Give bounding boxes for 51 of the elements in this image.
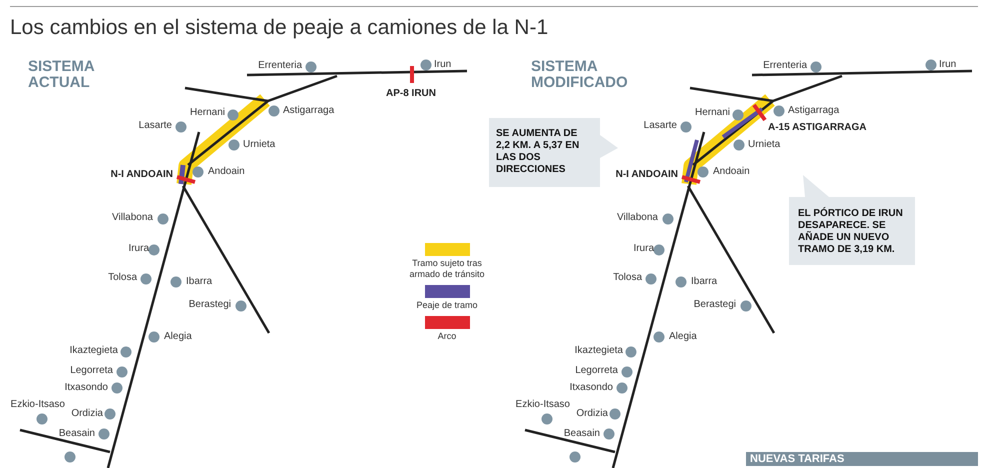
town-label: Astigarraga xyxy=(788,104,840,118)
town-label: Itxasondo xyxy=(64,381,108,395)
town-label: Ibarra xyxy=(186,275,212,289)
legend-text: Arco xyxy=(436,331,458,342)
toll-point-label: AP-8 IRUN xyxy=(386,87,436,101)
town-label: Irura xyxy=(128,242,149,256)
section-header-bar: NUEVAS TARIFAS xyxy=(746,452,978,466)
town-label: Alegia xyxy=(669,330,697,344)
town-label: Tolosa xyxy=(108,271,137,285)
town-label: Hernani xyxy=(190,106,225,120)
toll-point-label: A-15 ASTIGARRAGA xyxy=(768,121,867,135)
town-label: Lasarte xyxy=(644,119,677,133)
town-label: Ikaztegieta xyxy=(70,344,118,358)
town-label: Irun xyxy=(939,58,956,72)
town-label: Ikaztegieta xyxy=(574,344,623,358)
town-label: Hernani xyxy=(694,106,730,120)
town-label: Itxasondo xyxy=(570,381,613,395)
title: Los cambios en el sistema de peaje a camiones de la N-1 xyxy=(10,15,548,41)
toll-point-label: N-I ANDOAIN xyxy=(616,168,678,182)
town-label: Errenteria xyxy=(258,59,302,73)
callout-text: SE AUMENTA DE 2,2 KM. A 5,37 EN LAS DOS DIRECCIONES xyxy=(496,128,580,176)
town-label: Villabona xyxy=(617,211,658,225)
town-label: Beasain xyxy=(58,427,95,441)
toll-point-label: N-I ANDOAIN xyxy=(110,168,173,182)
town-label: Legorreta xyxy=(575,364,618,378)
town-label: Beasain xyxy=(564,427,600,441)
legend-text: Peaje de tramo xyxy=(415,300,479,311)
callout-text: EL PÓRTICO DE IRUN DESAPARECE. SE AÑADE UN NUEVO TRAMO DE 3,19 KM. xyxy=(798,208,904,256)
town-label: Ezkio-Itsaso xyxy=(10,398,65,412)
legend-text: Tramo sujeto tras armado de tránsito xyxy=(408,258,486,280)
town-label: Astigarraga xyxy=(283,104,334,118)
town-label: Urnieta xyxy=(243,138,276,152)
town-label: Legorreta xyxy=(70,364,113,378)
town-label: Ordizia xyxy=(71,407,103,421)
town-label: Ezkio-Itsaso xyxy=(516,398,570,412)
town-label: Berastegi xyxy=(188,298,231,312)
town-label: Ibarra xyxy=(691,275,718,289)
town-label: Berastegi xyxy=(694,298,736,312)
town-label: Lasarte xyxy=(138,119,172,133)
town-label: Urnieta xyxy=(748,138,780,152)
town-label: Errenteria xyxy=(763,59,807,73)
map-heading: SISTEMA MODIFICADO xyxy=(531,59,629,91)
town-label: Villabona xyxy=(112,211,153,225)
map-heading: SISTEMA ACTUAL xyxy=(28,59,96,91)
town-label: Andoain xyxy=(208,165,245,179)
town-label: Ordizia xyxy=(576,407,608,421)
town-label: Tolosa xyxy=(613,271,642,285)
town-label: Andoain xyxy=(713,165,750,179)
town-label: Irura xyxy=(633,242,654,256)
town-label: Irun xyxy=(434,58,452,72)
town-label: Alegia xyxy=(164,330,192,344)
